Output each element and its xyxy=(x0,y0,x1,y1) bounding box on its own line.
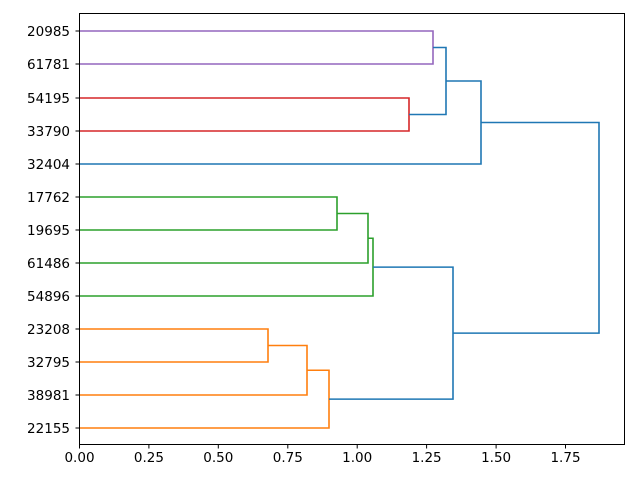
leaf-label-61486: 61486 xyxy=(27,256,70,272)
leaf-label-38981: 38981 xyxy=(27,388,70,404)
xtick-label-0: 0.00 xyxy=(64,450,94,466)
leaf-label-20985: 20985 xyxy=(27,24,70,40)
leaf-label-54896: 54896 xyxy=(27,289,70,305)
axes-spines xyxy=(79,13,625,445)
dendrogram-links xyxy=(79,30,600,429)
leaf-label-61781: 61781 xyxy=(27,57,70,73)
leaf-label-23208: 23208 xyxy=(27,322,70,338)
xtick-label-2: 0.50 xyxy=(203,450,233,466)
xtick-label-3: 0.75 xyxy=(273,450,303,466)
xtick-label-1: 0.25 xyxy=(134,450,164,466)
leaf-label-32795: 32795 xyxy=(27,355,70,371)
xtick-label-6: 1.50 xyxy=(481,450,511,466)
xtick-label-5: 1.25 xyxy=(412,450,442,466)
leaf-labels: 20985 61781 54195 33790 32404 17762 1969… xyxy=(27,24,70,437)
y-axis-ticks xyxy=(75,30,79,429)
leaf-label-17762: 17762 xyxy=(27,190,70,206)
xtick-label-4: 1.00 xyxy=(342,450,372,466)
leaf-label-54195: 54195 xyxy=(27,91,70,107)
x-axis-ticks xyxy=(79,445,566,449)
x-axis-tick-labels: 0.00 0.25 0.50 0.75 1.00 1.25 1.50 1.75 xyxy=(64,450,580,466)
leaf-label-32404: 32404 xyxy=(27,157,70,173)
xtick-label-7: 1.75 xyxy=(550,450,580,466)
plot-background xyxy=(79,13,625,445)
leaf-label-19695: 19695 xyxy=(27,223,70,239)
leaf-label-33790: 33790 xyxy=(27,124,70,140)
link-L12-root xyxy=(453,121,600,334)
leaf-label-22155: 22155 xyxy=(27,421,70,437)
